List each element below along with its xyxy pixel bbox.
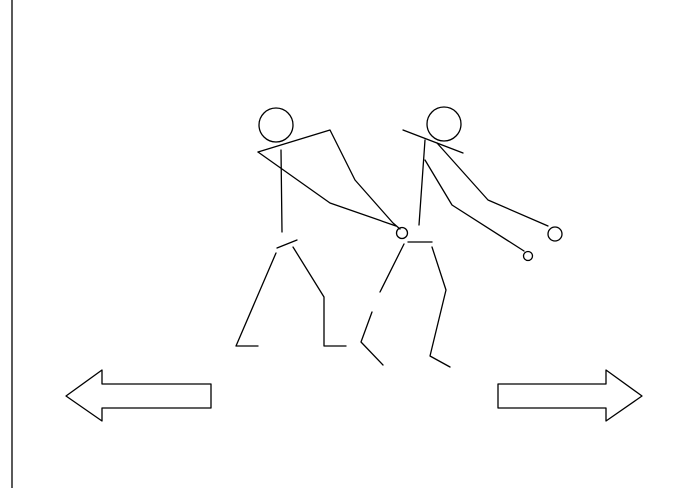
right-stick-figure [360,106,549,368]
left-figure-leg-right [292,246,347,347]
left-stick-figure [235,107,401,347]
right-figure-arm-upper [436,142,549,227]
right-figure-leg-right [429,246,451,368]
ball-center [395,226,409,240]
right-figure-torso [418,139,426,226]
ball-small-right [522,250,534,262]
left-figure-head [258,107,294,143]
right-figure-leg-left [379,243,405,293]
right-figure-shoulders [402,129,464,154]
left-arrow-icon [65,369,212,422]
ball-far-right [547,226,563,242]
right-arrow-icon [497,369,643,422]
left-figure-arm-lower [257,151,397,227]
left-figure-arm-upper [257,129,401,230]
right-figure-leg-left-lower [360,311,384,366]
left-figure-leg-left [235,252,277,347]
left-figure-hips [276,239,298,249]
left-figure-torso [280,149,283,233]
right-figure-head [426,106,462,142]
right-figure-arm-lower [424,159,525,252]
